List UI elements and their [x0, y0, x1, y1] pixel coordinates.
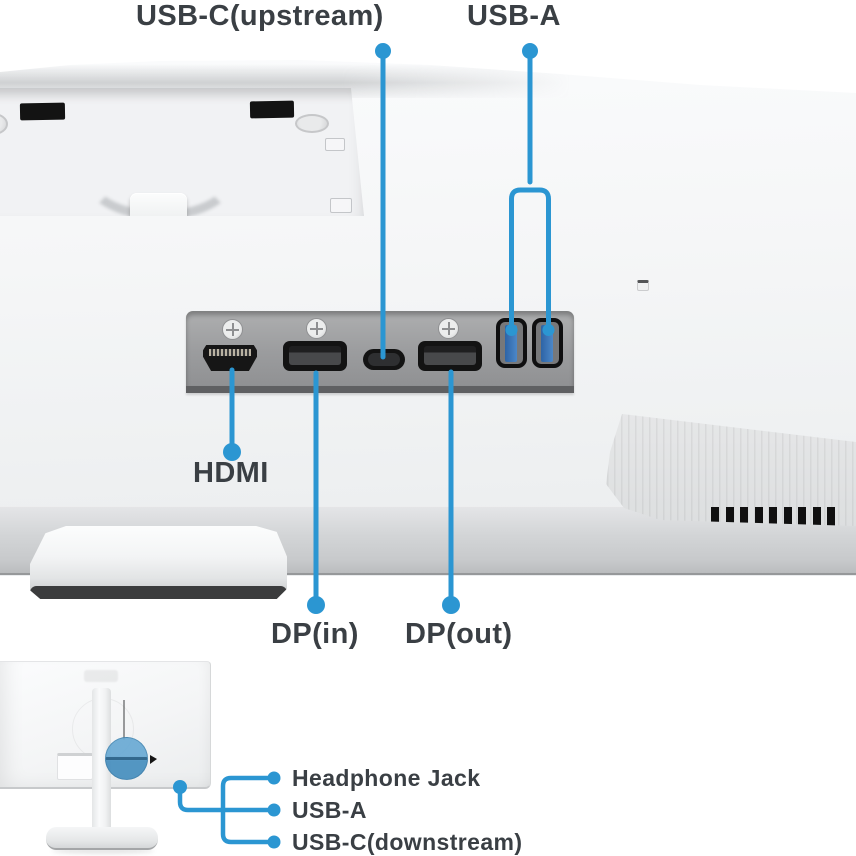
stand-base-shadow [52, 848, 154, 854]
vent-slot [812, 507, 821, 526]
vesa-slot [249, 100, 295, 119]
callout-dot-usb-c-upstream [375, 43, 391, 59]
screw [222, 319, 243, 340]
side-port-hairline [123, 700, 125, 740]
vent-slot [740, 507, 748, 526]
screw [306, 318, 327, 339]
vent-slot [711, 507, 719, 526]
callout-dot-dp-in [307, 596, 325, 614]
vent-slot [827, 507, 835, 526]
vesa-mount-recess [0, 88, 364, 216]
hdmi-port [203, 345, 257, 371]
molding-notch [330, 198, 352, 213]
label-dp-out: DP(out) [405, 618, 513, 650]
usb-a-port [532, 318, 563, 368]
screw-hole [0, 113, 8, 135]
usb-a-port [496, 318, 527, 368]
dp-out-port [418, 341, 482, 371]
callout-dot-usb-a [522, 43, 538, 59]
label-usb-c-upstream: USB-C(upstream) [136, 0, 384, 32]
callout-dot-headphone [267, 771, 281, 785]
vent-slot [754, 507, 763, 526]
vesa-slot [19, 102, 66, 121]
brand-logo-mark [84, 670, 118, 682]
usb-c-upstream-port [363, 349, 405, 370]
screw [438, 318, 459, 339]
vent-slot [725, 507, 734, 526]
label-usb-a-downstream: USB-A [292, 797, 367, 823]
label-usb-a: USB-A [467, 0, 561, 32]
callout-dot-dp-out [442, 596, 460, 614]
callout-dot-usb-a-down [267, 803, 281, 817]
cable-notch [57, 753, 93, 780]
stand-mount-foot [30, 526, 287, 599]
vent-slot [798, 507, 806, 526]
stand-release-latch [130, 193, 187, 216]
molding-notch [325, 138, 345, 151]
label-dp-in: DP(in) [271, 618, 359, 650]
screw-hole [295, 114, 329, 133]
vent-slot [769, 507, 777, 526]
label-hdmi: HDMI [193, 457, 269, 489]
callout-dot-usb-c-down [267, 835, 281, 849]
stand-base [46, 827, 158, 850]
service-hole [637, 280, 649, 291]
dp-in-port [283, 341, 347, 371]
vent-slot [783, 507, 792, 526]
foot-dark-edge [30, 586, 287, 599]
port-panel [186, 311, 574, 393]
label-usb-c-downstream: USB-C(downstream) [292, 829, 523, 855]
stand-column [92, 688, 111, 840]
label-headphone-jack: Headphone Jack [292, 765, 481, 791]
pointer-mark [150, 755, 157, 764]
side-ports-highlight-circle [105, 737, 148, 780]
